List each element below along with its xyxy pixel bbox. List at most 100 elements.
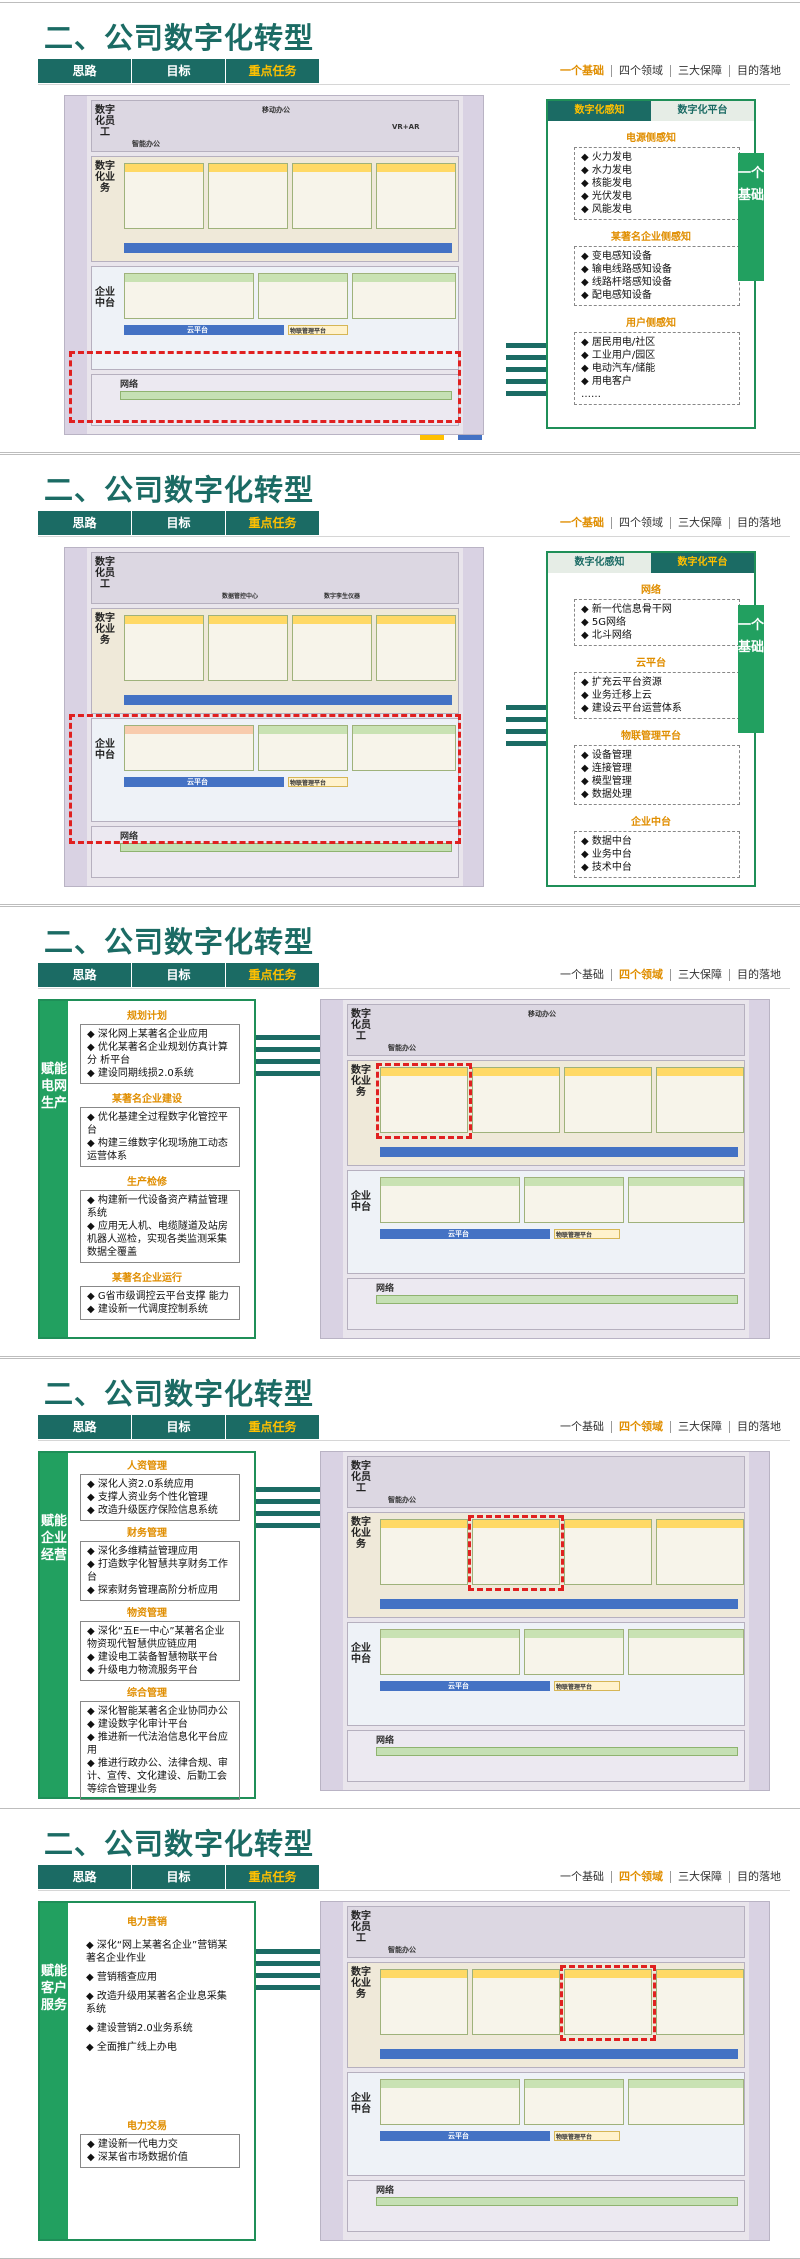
side-tag-foundation: 一个基础 [738,605,764,733]
subtab-foundation[interactable]: 一个基础 [560,1870,604,1883]
nav-tab-key-tasks[interactable]: 重点任务 [226,963,320,987]
divider [38,84,790,85]
subtab-goal-landing[interactable]: 目的落地 [729,1871,788,1883]
connector-1 [256,1487,320,1492]
section-box: ◆ 扩充云平台资源 ◆ 业务迁移上云 ◆ 建设云平台运营体系 [574,672,740,719]
subtab-foundation[interactable]: 一个基础 [560,1420,604,1433]
tab-digital-platform[interactable]: 数字化平台 [651,101,754,121]
subtab-goal-landing[interactable]: 目的落地 [729,1421,788,1433]
module-data-center [380,1177,520,1223]
arch-right-column [463,548,483,886]
label-vr-ar: VR+AR [392,123,420,131]
band-middle-platform: 企业中台 云平台 物联管理平台 [91,718,459,822]
label-network: 网络 [376,1284,395,1294]
section-heading: 企业中台 [631,817,671,828]
subtab-three-guarantees[interactable]: 三大保障 [670,969,729,981]
section-box: ◆ 变电感知设备 ◆ 输电线路感知设备 ◆ 线路杆塔感知设备 ◆ 配电感知设备 [574,246,740,306]
list-item: ◆ 新一代信息骨干网 [581,604,672,615]
subtab-four-domains[interactable]: 四个领域 [611,969,670,981]
iot-bar [554,1229,620,1239]
list-item: ◆ 探索财务管理高阶分析应用 [87,1585,218,1596]
band-employee: 数字化员工 智能办公 [347,1456,745,1508]
nav-tab-key-tasks[interactable]: 重点任务 [226,1865,320,1889]
band-label-employee: 数字化员工 [351,1009,371,1042]
legend-blue [458,435,482,440]
subtab-three-guarantees[interactable]: 三大保障 [670,1871,729,1883]
nav-tab-approach[interactable]: 思路 [38,59,132,83]
nav-tab-goal[interactable]: 目标 [132,963,226,987]
architecture-diagram: 数字化员工 移动办公 智能办公 VR+AR 数字化业务 企业中台 云平台 物联管… [64,95,484,435]
arch-right-column [749,1452,769,1790]
nav-tab-goal[interactable]: 目标 [132,1415,226,1439]
nav-tab-key-tasks[interactable]: 重点任务 [226,59,320,83]
list-item: ◆ 构建新一代设备资产精益管理系统 [87,1195,228,1219]
connector-2 [256,1499,320,1504]
section-box: ◆ 设备管理 ◆ 连接管理 ◆ 模型管理 ◆ 数据处理 [574,745,740,805]
subtab-four-domains[interactable]: 四个领域 [611,517,670,529]
module-grid-production [380,1067,468,1133]
list-item: ◆ G省市级调控云平台支撑 能力 [87,1291,229,1302]
list-item: ◆ 改造升级医疗保险信息系统 [87,1505,218,1516]
module-grid-production [380,1519,468,1585]
module-customer-service [292,163,372,229]
module-enterprise-ops [208,615,288,681]
tab-digital-sense[interactable]: 数字化感知 [548,101,651,121]
subtab-three-guarantees[interactable]: 三大保障 [670,517,729,529]
subtab-four-domains[interactable]: 四个领域 [611,1421,670,1433]
connector-3 [256,1059,320,1064]
list-item: ◆ 改造升级用某著名企业息采集系统 [86,1991,227,2015]
nav-bar: 思路 目标 重点任务 [38,59,320,83]
subtab-four-domains[interactable]: 四个领域 [611,1871,670,1883]
nav-tab-key-tasks[interactable]: 重点任务 [226,511,320,535]
band-employee: 数字化员工 数据管控中心 数字孪生仪器 [91,552,459,604]
tab-digital-platform[interactable]: 数字化平台 [651,553,754,573]
list-item: ◆ 深化“五E一中心”某著名企业物资现代智慧供应链应用 [87,1626,225,1650]
section-box: ◆ 优化基建全过程数字化管控平台 ◆ 构建三维数字化现场施工动态运营体系 [80,1107,240,1167]
subtab-four-domains[interactable]: 四个领域 [611,65,670,77]
module-tech-center [352,273,456,319]
band-label-employee: 数字化员工 [95,105,115,138]
nav-tab-goal[interactable]: 目标 [132,511,226,535]
subtab-goal-landing[interactable]: 目的落地 [729,65,788,77]
list-item: ◆ 推进新一代法治信息化平台应用 [87,1732,228,1756]
nav-tab-approach[interactable]: 思路 [38,511,132,535]
nav-tab-key-tasks[interactable]: 重点任务 [226,1415,320,1439]
band-network: 网络 [347,1730,745,1782]
list-item: ◆ 建设同期线损2.0系统 [87,1068,194,1079]
label-smart-office: 智能办公 [132,140,160,148]
band-employee: 数字化员工 移动办公 智能办公 VR+AR [91,100,459,152]
iot-bar [288,777,348,787]
subtab-goal-landing[interactable]: 目的落地 [729,517,788,529]
connector-5 [506,391,546,396]
nav-tab-approach[interactable]: 思路 [38,1865,132,1889]
subtab-foundation[interactable]: 一个基础 [560,64,604,77]
sub-tabs: 一个基础 四个领域 三大保障 目的落地 [553,1871,788,1883]
section-heading: 云平台 [636,658,666,669]
list-item: ◆ 建设新一代调度控制系统 [87,1304,208,1315]
nav-tab-goal[interactable]: 目标 [132,59,226,83]
band-network: 网络 [347,2180,745,2232]
nav-tab-goal[interactable]: 目标 [132,1865,226,1889]
business-bus-bar [380,1147,738,1157]
nav-tab-approach[interactable]: 思路 [38,1415,132,1439]
page-title: 二、公司数字化转型 [44,473,315,507]
architecture-diagram: 数字化员工 智能办公 移动办公 数字化业务 企业中台 云平台 物联管理平台 网络 [320,999,770,1339]
tab-digital-sense[interactable]: 数字化感知 [548,553,651,573]
legend-yellow [420,435,444,440]
section-heading: 人资管理 [127,1461,167,1472]
subtab-three-guarantees[interactable]: 三大保障 [670,1421,729,1433]
business-bus-bar [124,243,452,253]
section-box: ◆ 构建新一代设备资产精益管理系统 ◆ 应用无人机、电缆隧道及站房机器人巡检，实… [80,1190,240,1263]
list-item: ◆ 深某省市场数据价值 [87,2152,188,2163]
list-item: ◆ 线路杆塔感知设备 [581,277,672,288]
section-box: ◆ 居民用电/社区 ◆ 工业用户/园区 ◆ 电动汽车/储能 ◆ 用电客户 …… [574,332,740,405]
subtab-goal-landing[interactable]: 目的落地 [729,969,788,981]
subtab-foundation[interactable]: 一个基础 [560,968,604,981]
architecture-diagram: 数字化员工 数据管控中心 数字孪生仪器 数字化业务 企业中台 云平台 物联管理平… [64,547,484,887]
slide-5: 二、公司数字化转型 思路 目标 重点任务 一个基础 四个领域 三大保障 目的落地… [0,1808,800,2259]
nav-tab-approach[interactable]: 思路 [38,963,132,987]
subtab-foundation[interactable]: 一个基础 [560,516,604,529]
section-box: ◆ 新一代信息骨干网 ◆ 5G网络 ◆ 北斗网络 [574,599,740,646]
subtab-three-guarantees[interactable]: 三大保障 [670,65,729,77]
list-item: ◆ 深化智能某著名企业协同办公 [87,1706,228,1717]
